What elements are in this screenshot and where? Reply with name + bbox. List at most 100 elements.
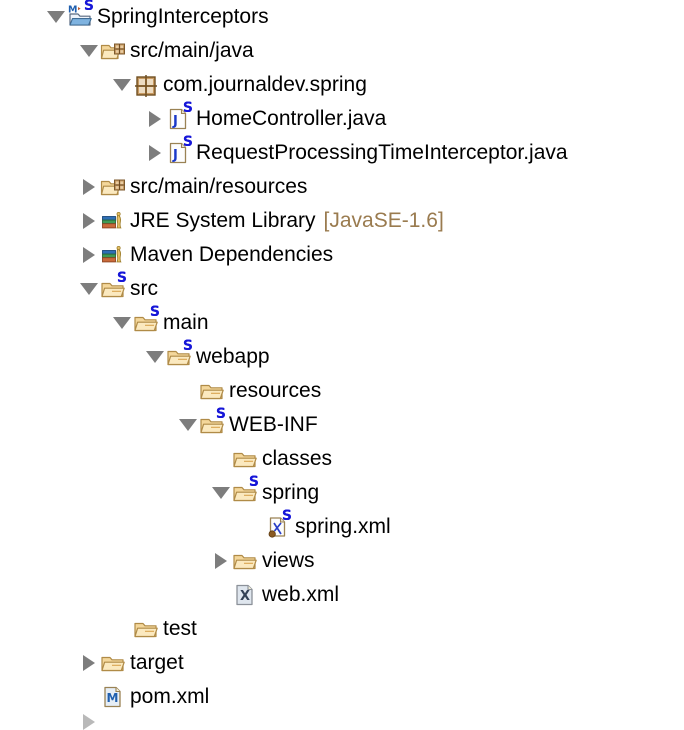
expand-triangle-icon[interactable] — [78, 238, 100, 272]
svn-shared-badge-icon: S — [182, 338, 193, 354]
tree-node-target[interactable]: target — [0, 646, 684, 680]
svn-shared-badge-icon: S — [149, 304, 160, 320]
twisty-spacer — [210, 578, 232, 612]
collapse-triangle-icon[interactable] — [111, 68, 133, 102]
tree-node-label: main — [163, 311, 209, 334]
twisty-spacer — [111, 612, 133, 646]
expand-triangle-icon[interactable] — [78, 646, 100, 680]
svg-text:J: J — [172, 114, 178, 129]
collapse-triangle-icon[interactable] — [111, 306, 133, 340]
tree-node-label: resources — [229, 379, 322, 402]
tree-node-label: WEB-INF — [229, 413, 318, 436]
expand-triangle-icon[interactable] — [210, 544, 232, 578]
svn-shared-badge-icon: S — [281, 508, 292, 524]
spring-config-file-icon: S — [265, 509, 292, 540]
collapse-triangle-icon[interactable] — [144, 340, 166, 374]
svn-shared-badge-icon: S — [83, 0, 94, 14]
tree-node-resources[interactable]: resources — [0, 374, 684, 408]
twisty-spacer — [210, 442, 232, 476]
tree-node-label: src — [130, 277, 158, 300]
tree-node-label: classes — [262, 447, 333, 470]
twisty-spacer — [243, 510, 265, 544]
folder-icon: S — [166, 339, 193, 370]
expand-triangle-icon[interactable] — [144, 136, 166, 170]
tree-node-label: web.xml — [262, 583, 340, 606]
folder-icon — [232, 548, 258, 574]
folder-icon — [232, 446, 258, 472]
tree-node-label: Maven Dependencies — [130, 243, 334, 266]
tree-node-label: com.journaldev.spring — [163, 73, 367, 96]
svn-shared-badge-icon: S — [182, 134, 193, 150]
tree-node-views[interactable]: views — [0, 544, 684, 578]
tree-node-label: src/main/java — [130, 39, 254, 62]
expand-triangle-icon[interactable] — [78, 170, 100, 204]
svn-shared-badge-icon: S — [215, 406, 226, 422]
tree-node-label: HomeController.java — [196, 107, 387, 130]
twisty-spacer — [177, 374, 199, 408]
collapse-triangle-icon[interactable] — [78, 272, 100, 306]
collapse-triangle-icon[interactable] — [210, 476, 232, 510]
tree-node-label: src/main/resources — [130, 175, 308, 198]
svg-text:M: M — [107, 691, 119, 705]
collapse-triangle-icon[interactable] — [78, 34, 100, 68]
svg-text:X: X — [240, 589, 250, 604]
tree-node-partial-cutoff[interactable] — [0, 714, 684, 730]
xml-file-icon: X — [232, 582, 258, 608]
folder-icon: S — [133, 305, 160, 336]
folder-icon — [133, 616, 159, 642]
folder-icon — [100, 650, 126, 676]
source-package-folder-icon — [100, 38, 126, 64]
svg-text:J: J — [172, 148, 178, 163]
library-books-icon — [100, 242, 126, 268]
svn-shared-badge-icon: S — [116, 270, 127, 286]
tree-node-label: pom.xml — [130, 685, 210, 708]
folder-icon: S — [199, 407, 226, 438]
java-package-icon — [133, 72, 159, 98]
tree-node-label: target — [130, 651, 184, 674]
svn-shared-badge-icon: S — [182, 100, 193, 116]
tree-node-label: RequestProcessingTimeInterceptor.java — [196, 141, 568, 164]
expand-triangle-icon[interactable] — [78, 714, 100, 730]
tree-node-label: webapp — [196, 345, 270, 368]
twisty-spacer — [78, 680, 100, 714]
tree-node-jre-system-library[interactable]: JRE System Library[JavaSE-1.6] — [0, 204, 684, 238]
tree-node-com-journaldev-spring[interactable]: com.journaldev.spring — [0, 68, 684, 102]
collapse-triangle-icon[interactable] — [177, 408, 199, 442]
collapse-triangle-icon[interactable] — [45, 0, 67, 34]
tree-node-label: test — [163, 617, 197, 640]
expand-triangle-icon[interactable] — [78, 204, 100, 238]
tree-node-label: JRE System Library — [130, 209, 316, 232]
folder-icon — [199, 378, 225, 404]
tree-node-src-main-resources[interactable]: src/main/resources — [0, 170, 684, 204]
svn-shared-badge-icon: S — [248, 474, 259, 490]
tree-node-label: SpringInterceptors — [97, 5, 269, 28]
tree-node-label: views — [262, 549, 315, 572]
source-package-folder-icon — [100, 174, 126, 200]
tree-node-src-main-java[interactable]: src/main/java — [0, 34, 684, 68]
svg-text:M: M — [68, 5, 77, 16]
tree-node-label: spring.xml — [295, 515, 391, 538]
tree-node-test[interactable]: test — [0, 612, 684, 646]
library-books-icon — [100, 208, 126, 234]
expand-triangle-icon[interactable] — [144, 102, 166, 136]
tree-node-maven-dependencies[interactable]: Maven Dependencies — [0, 238, 684, 272]
tree-node-label: spring — [262, 481, 320, 504]
folder-icon: S — [232, 475, 259, 506]
tree-node-classes[interactable]: classes — [0, 442, 684, 476]
maven-pom-file-icon: M — [100, 684, 126, 710]
